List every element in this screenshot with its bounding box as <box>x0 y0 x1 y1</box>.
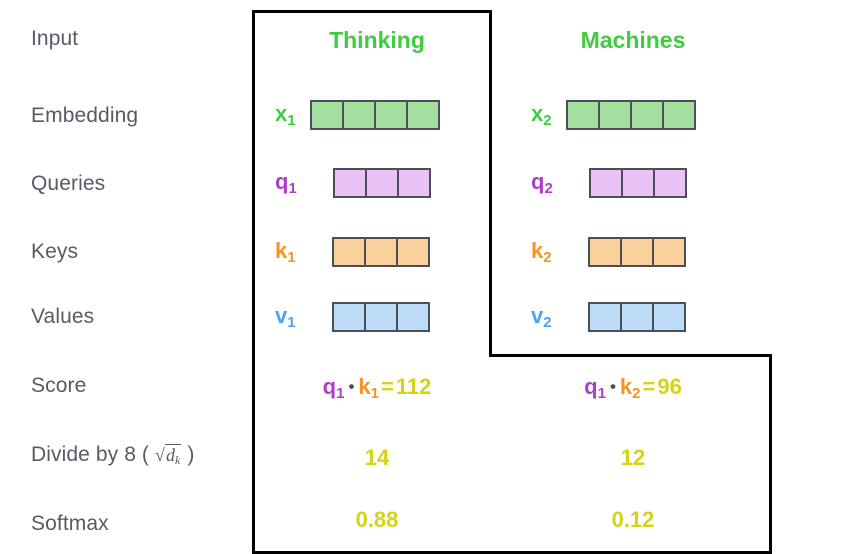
softmax-value-1: 0.88 <box>355 507 399 532</box>
vector-cell <box>364 168 399 198</box>
value-vector-1: v1 <box>275 302 430 332</box>
column-header-machines: Machines <box>580 27 686 53</box>
vector-cell <box>619 237 654 267</box>
vector-label-v1: v1 <box>275 302 296 331</box>
score-value-2: 96 <box>657 374 682 399</box>
vector-label-x1: x1 <box>275 100 296 129</box>
key-vector-2: k2 <box>531 237 686 267</box>
score-k-label-2: k2 <box>619 374 641 402</box>
column-header-thinking: Thinking <box>329 27 425 53</box>
vector-cell <box>629 100 664 130</box>
vector-cell <box>309 100 344 130</box>
row-label-divide-by-8: Divide by 8 ( √dk ) <box>31 443 195 468</box>
divide-prefix-text: Divide by 8 ( <box>31 443 150 466</box>
value-vector-2: v2 <box>531 302 686 332</box>
vector-cell <box>363 302 398 332</box>
value-cells-2 <box>587 302 686 332</box>
key-cells-2 <box>587 237 686 267</box>
vector-label-v2: v2 <box>531 302 552 331</box>
row-label-softmax: Softmax <box>31 512 109 535</box>
vector-cell <box>396 168 431 198</box>
vector-cell <box>661 100 696 130</box>
vector-label-q1: q1 <box>275 168 297 197</box>
vector-label-k2: k2 <box>531 237 552 266</box>
query-cells-1 <box>332 168 431 198</box>
vector-cell <box>332 168 367 198</box>
row-label-score: Score <box>31 374 87 397</box>
embedding-vector-1: x1 <box>275 100 440 130</box>
vector-cell <box>588 168 623 198</box>
softmax-value-2: 0.12 <box>611 507 655 532</box>
row-label-values: Values <box>31 305 95 328</box>
vector-cell <box>651 302 686 332</box>
equals-sign-1: = <box>380 374 394 399</box>
embedding-cells-2 <box>565 100 696 130</box>
row-label-input: Input <box>31 27 79 50</box>
square-root-icon: √dk <box>154 444 182 467</box>
vector-cell <box>405 100 440 130</box>
divide-value-2: 12 <box>620 445 646 470</box>
highlight-outline-step <box>489 354 772 357</box>
key-vector-1: k1 <box>275 237 430 267</box>
score-q-label-2: q1 <box>584 374 606 402</box>
score-k-label-1: k1 <box>358 374 379 402</box>
vector-label-x2: x2 <box>531 100 552 129</box>
vector-cell <box>620 168 655 198</box>
vector-cell <box>331 237 366 267</box>
score-expression-1: q1•k1=112 <box>292 374 462 402</box>
vector-cell <box>395 237 430 267</box>
vector-cell <box>331 302 366 332</box>
row-label-queries: Queries <box>31 172 106 195</box>
query-vector-1: q1 <box>275 168 431 198</box>
vector-cell <box>395 302 430 332</box>
row-label-embedding: Embedding <box>31 104 139 127</box>
vector-cell <box>587 302 622 332</box>
vector-cell <box>619 302 654 332</box>
dot-product-icon: • <box>609 377 616 396</box>
query-cells-2 <box>588 168 687 198</box>
vector-cell <box>597 100 632 130</box>
vector-cell <box>341 100 376 130</box>
vector-cell <box>651 237 686 267</box>
score-value-1: 112 <box>395 374 432 399</box>
vector-cell <box>363 237 398 267</box>
vector-cell <box>587 237 622 267</box>
score-q-label-1: q1 <box>322 374 345 402</box>
dot-product-icon: • <box>348 377 355 396</box>
value-cells-1 <box>331 302 430 332</box>
vector-cell <box>652 168 687 198</box>
vector-cell <box>565 100 600 130</box>
equals-sign-2: = <box>642 374 656 399</box>
query-vector-2: q2 <box>531 168 687 198</box>
vector-cell <box>373 100 408 130</box>
key-cells-1 <box>331 237 430 267</box>
divide-suffix-text: ) <box>187 443 195 466</box>
row-label-keys: Keys <box>31 240 79 263</box>
embedding-vector-2: x2 <box>531 100 696 130</box>
vector-label-k1: k1 <box>275 237 296 266</box>
vector-label-q2: q2 <box>531 168 553 197</box>
embedding-cells-1 <box>309 100 440 130</box>
score-expression-2: q1•k2=96 <box>548 374 718 402</box>
divide-value-1: 14 <box>364 445 390 470</box>
